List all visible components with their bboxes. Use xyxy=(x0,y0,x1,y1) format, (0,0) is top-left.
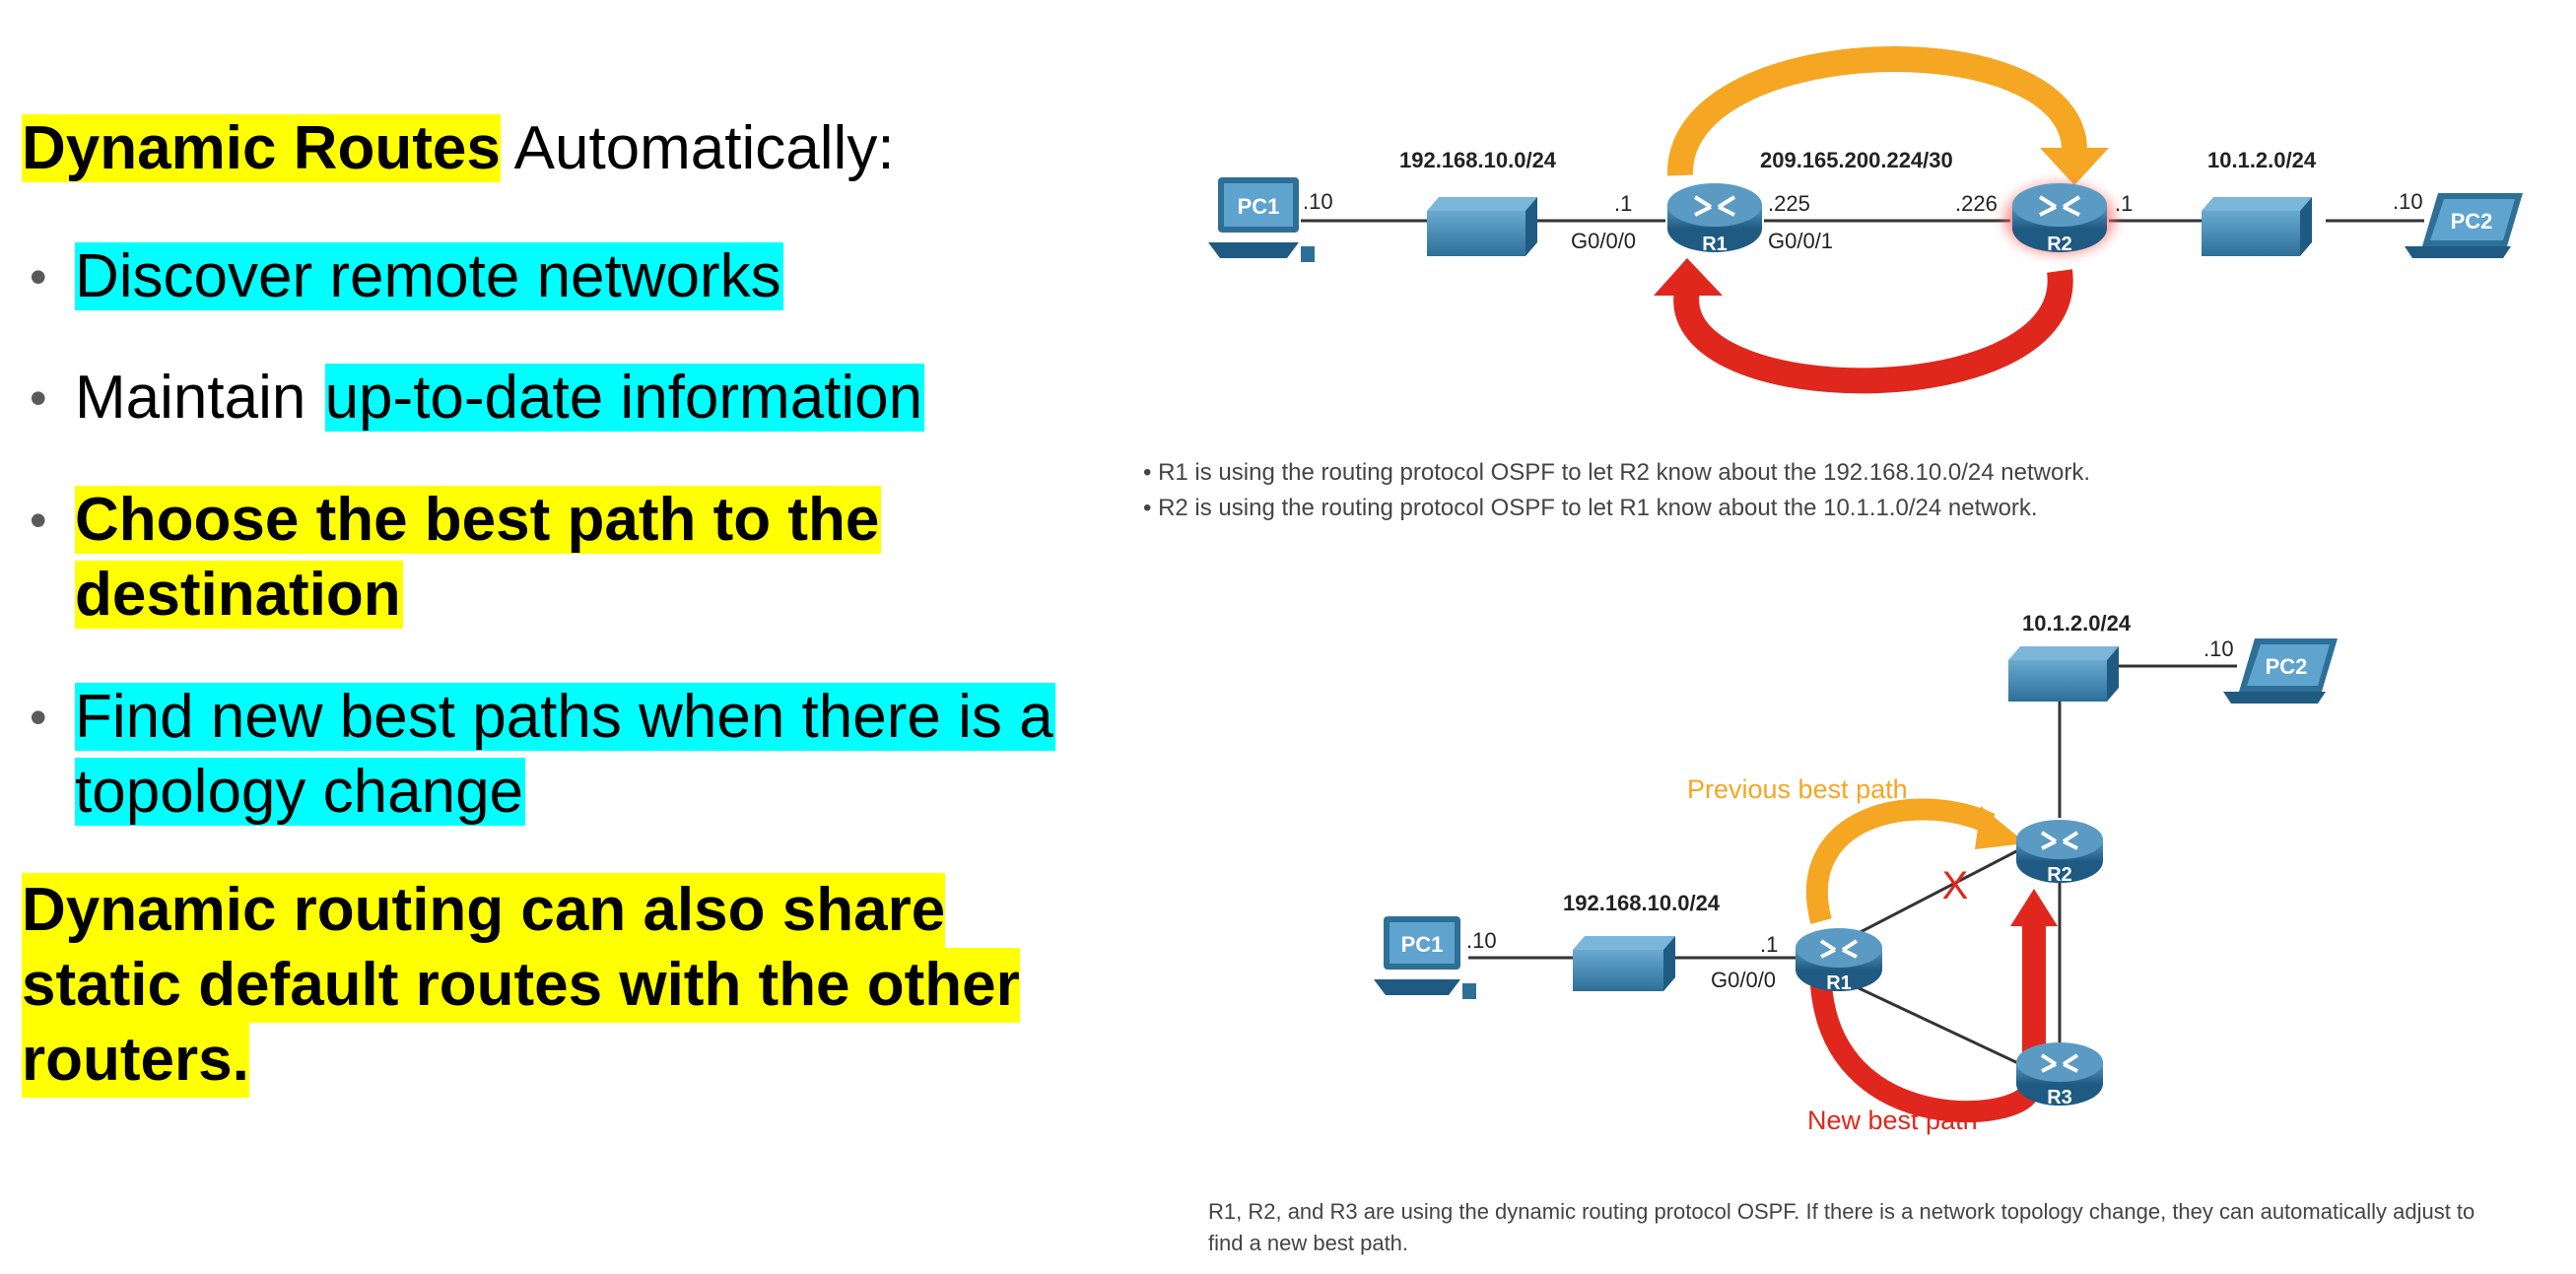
net-left-label: 192.168.10.0/24 xyxy=(1399,148,1557,172)
r2-router-icon: R2 xyxy=(2004,183,2115,255)
link-r1-r2 xyxy=(1852,847,2021,938)
note-r1: • R1 is using the routing protocol OSPF … xyxy=(1143,459,2090,486)
r2-label: R2 xyxy=(2047,864,2072,886)
r1-if: G0/0/0 xyxy=(1711,968,1776,992)
r2-router-icon: R2 xyxy=(2016,820,2103,886)
pc2-label: PC2 xyxy=(2451,209,2493,234)
pc1-label: PC1 xyxy=(1401,932,1444,957)
previous-path-label: Previous best path xyxy=(1687,774,1908,804)
bullet-text: Maintain xyxy=(75,364,323,432)
r1-label: R1 xyxy=(1702,234,1728,255)
red-arrowhead xyxy=(1654,258,1723,296)
note-text: R1 is using the routing protocol OSPF to… xyxy=(1158,459,2090,486)
pc1-ip: .10 xyxy=(1303,189,1333,214)
red-arrow-arc xyxy=(1673,269,2073,394)
r1-left-ip: .1 xyxy=(1614,191,1632,216)
closing-line-2: static default routes with the other xyxy=(22,948,1020,1023)
heading-bold: Dynamic Routes xyxy=(22,114,501,182)
r1-label: R1 xyxy=(1826,972,1852,994)
r3-router-icon: R3 xyxy=(2016,1042,2103,1108)
net-right-label: 10.1.2.0/24 xyxy=(2207,148,2317,172)
switch-left-icon xyxy=(1427,197,1537,256)
r1-left-if: G0/0/0 xyxy=(1571,229,1636,253)
r1-ip: .1 xyxy=(1760,932,1778,957)
bullet-text: Find new best paths when there is a xyxy=(75,683,1055,751)
r2-label: R2 xyxy=(2047,234,2072,255)
r2-right-ip: .1 xyxy=(2115,191,2133,216)
note-text: R2 is using the routing protocol OSPF to… xyxy=(1158,495,2038,521)
bottom-caption: R1, R2, and R3 are using the dynamic rou… xyxy=(1208,1199,2475,1255)
link-r1-r3 xyxy=(1852,983,2021,1066)
pc1-icon: PC1 xyxy=(1208,177,1315,262)
bullet-text: Choose the best path to the xyxy=(75,486,882,554)
bottom-diagram: Previous best path X New best path PC1 .… xyxy=(1374,611,2338,1135)
closing-line-3: routers. xyxy=(22,1023,249,1098)
orange-arrowhead xyxy=(2040,148,2109,185)
net-left-label: 192.168.10.0/24 xyxy=(1563,891,1721,915)
closing-statement: Dynamic routing can also share static de… xyxy=(22,873,1020,1098)
r1-router-icon: R1 xyxy=(1667,183,1762,255)
closing-line-1: Dynamic routing can also share xyxy=(22,873,946,948)
pc1-icon: PC1 xyxy=(1374,916,1476,999)
heading-rest: Automatically: xyxy=(500,114,895,182)
bullet-dot: • xyxy=(30,370,47,426)
bullet-dot: • xyxy=(30,249,47,304)
new-path-arc xyxy=(1810,983,2038,1123)
bullet-text-cont: destination xyxy=(75,561,403,629)
bullet-dot: • xyxy=(30,690,47,745)
r1-right-if: G0/0/1 xyxy=(1768,229,1833,253)
new-path-arrowhead xyxy=(2010,889,2058,926)
switch-top-icon xyxy=(2008,646,2119,702)
r3-label: R3 xyxy=(2047,1087,2072,1108)
net-top-label: 10.1.2.0/24 xyxy=(2022,611,2132,636)
pc2-ip: .10 xyxy=(2393,189,2423,214)
x-mark: X xyxy=(1942,864,1969,907)
previous-path-arrowhead xyxy=(1975,806,2026,849)
note-r2: • R2 is using the routing protocol OSPF … xyxy=(1143,495,2038,521)
previous-path-arc xyxy=(1805,798,1996,924)
orange-arrow-arc xyxy=(1666,46,2088,176)
switch-right-icon xyxy=(2202,197,2312,256)
switch-left-icon xyxy=(1573,936,1675,991)
r1-right-ip: .225 xyxy=(1768,191,1810,216)
pc1-label: PC1 xyxy=(1238,194,1280,219)
r1-router-icon: R1 xyxy=(1796,928,1882,994)
bullet-text: Discover remote networks xyxy=(75,242,783,310)
bullet-highlight: up-to-date information xyxy=(324,364,925,432)
pc2-icon: PC2 xyxy=(2405,193,2523,258)
bullet-text-cont: topology change xyxy=(75,758,526,826)
net-mid-label: 209.165.200.224/30 xyxy=(1760,148,1953,172)
r2-left-ip: .226 xyxy=(1955,191,1998,216)
new-path-label: New best path xyxy=(1807,1106,1978,1135)
pc2-icon: PC2 xyxy=(2223,638,2338,704)
pc2-label: PC2 xyxy=(2266,654,2308,679)
pc2-ip: .10 xyxy=(2203,637,2234,661)
slide-heading: Dynamic Routes Automatically: xyxy=(22,111,895,186)
pc1-ip: .10 xyxy=(1466,928,1497,953)
top-diagram: PC1 .10 192.168.10.0/24 R1 .1 G0/0/0 .22… xyxy=(1208,46,2523,394)
bullet-dot: • xyxy=(30,493,47,548)
